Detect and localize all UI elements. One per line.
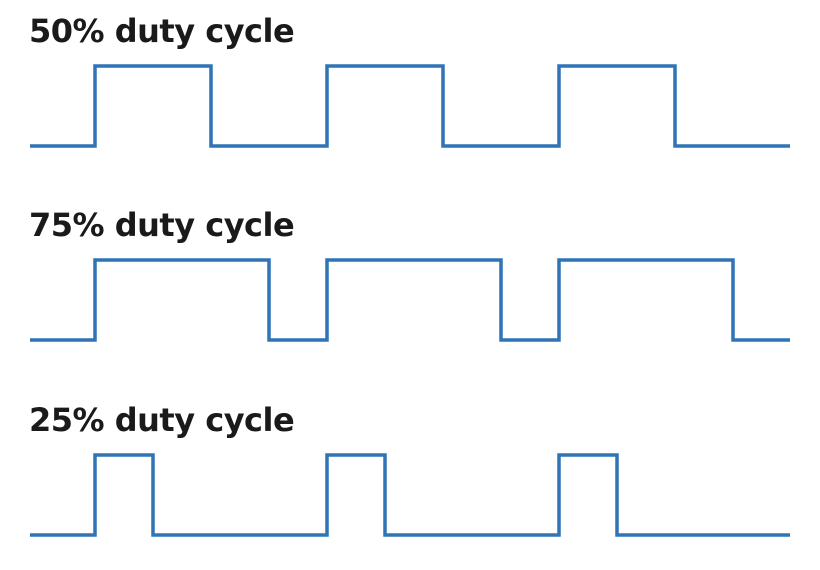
waveform-line: [30, 453, 790, 537]
waveform-title: 75% duty cycle: [29, 206, 295, 244]
waveform-title: 25% duty cycle: [29, 401, 295, 439]
waveform-line: [30, 64, 790, 148]
square-wave-50: [30, 64, 790, 148]
waveform-line: [30, 258, 790, 342]
square-wave-75: [30, 258, 790, 342]
waveform-title: 50% duty cycle: [29, 12, 295, 50]
square-wave-25: [30, 453, 790, 537]
